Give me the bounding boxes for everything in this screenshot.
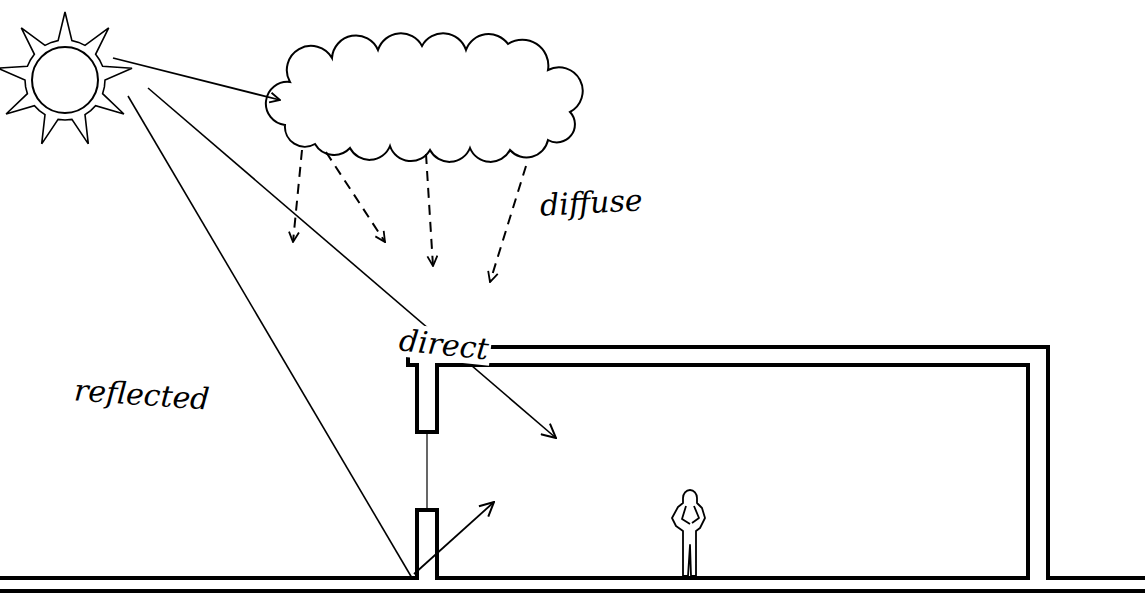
window-glass [426,432,427,510]
light-label: diffuse [537,183,645,222]
reflected-ray [128,96,412,578]
light-label: reflected [71,373,213,416]
building-section [0,347,1145,591]
sun-symbol [0,12,132,144]
sun-to-cloud-arrow [113,58,280,100]
person-figure [672,490,705,576]
diffuse-arrows [293,150,526,282]
reflected-arrow [414,502,494,574]
cloud-symbol [266,33,583,162]
light-label: direct [396,323,493,366]
